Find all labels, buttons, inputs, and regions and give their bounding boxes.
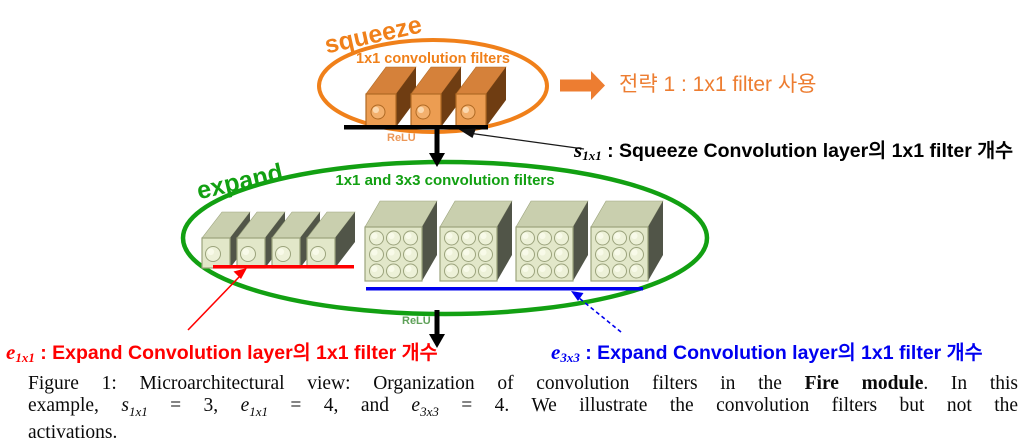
relu-label-squeeze: ReLU: [387, 132, 416, 144]
expand-title: 1x1 and 3x3 convolution filters: [335, 172, 555, 189]
caption-line-3: activations.: [28, 422, 1018, 442]
filter-box-3d: [515, 200, 589, 282]
expand-1x1-pointer: [187, 268, 247, 331]
expand-3x3-underline: [366, 287, 643, 291]
caption-s-symbol: s: [121, 394, 129, 416]
caption-e1-symbol: e: [240, 394, 250, 416]
expand-1x1-filter-boxes: [201, 211, 356, 269]
expand-3x3-symbol-subscript: 3x3: [560, 349, 580, 365]
squeeze-symbol: s: [574, 138, 583, 162]
caption-e3-symbol: e: [411, 394, 421, 416]
squeeze-underline: [344, 125, 488, 130]
relu-arrow-bottom: [429, 310, 445, 348]
squeeze-annotation: s1x1 : Squeeze Convolution layer의 1x1 fi…: [574, 134, 1013, 164]
filter-box-3d: [590, 200, 664, 282]
expand-3x3-annotation: e3x3 : Expand Convolution layer의 1x1 fil…: [551, 336, 983, 366]
caption-text: = 4, and: [268, 394, 412, 416]
caption-line-1: Figure 1: Microarchitectural view: Organ…: [28, 373, 1018, 395]
relu-label-expand: ReLU: [402, 315, 431, 327]
squeeze-annotation-pointer: [459, 128, 585, 150]
expand-1x1-annotation-text: : Expand Convolution layer의 1x1 filter 개…: [34, 342, 438, 364]
filter-box-3d: [410, 66, 462, 128]
expand-1x1-symbol: e: [6, 340, 16, 364]
filter-box-3d: [306, 211, 356, 269]
expand-1x1-underline: [213, 265, 354, 269]
squeeze-ellipse: [317, 38, 549, 134]
relu-arrow-top: [429, 129, 445, 167]
squeeze-symbol-subscript: 1x1: [582, 147, 602, 163]
filter-box-3d: [364, 200, 438, 282]
caption-s-subscript: 1x1: [128, 403, 148, 419]
caption-e3-subscript: 3x3: [420, 403, 439, 419]
figure-caption: Figure 1: Microarchitectural view: Organ…: [28, 373, 1018, 442]
squeeze-filter-boxes: [365, 66, 507, 128]
expand-3x3-annotation-text: : Expand Convolution layer의 1x1 filter 개…: [579, 342, 983, 364]
expand-3x3-symbol: e: [551, 340, 561, 364]
expand-1x1-annotation: e1x1 : Expand Convolution layer의 1x1 fil…: [6, 336, 438, 366]
filter-box-3d: [236, 211, 286, 269]
caption-text: = 4. We illustrate the convolution filte…: [438, 394, 1019, 416]
expand-1x1-symbol-subscript: 1x1: [15, 349, 35, 365]
strategy-note: 전략 1 : 1x1 filter 사용: [619, 73, 817, 96]
caption-text: = 3,: [147, 394, 241, 416]
expand-3x3-pointer: [571, 291, 622, 333]
filter-box-3d: [455, 66, 507, 128]
caption-fire-module-bold: Fire module: [804, 373, 924, 394]
expand-3x3-filter-boxes: [364, 200, 664, 282]
squeeze-annotation-text: : Squeeze Convolution layer의 1x1 filter …: [601, 140, 1014, 162]
caption-line-2: example, s1x1 = 3, e1x1 = 4, and e3x3 = …: [28, 395, 1018, 422]
caption-text: Figure 1: Microarchitectural view: Organ…: [28, 373, 805, 394]
caption-text: activations.: [28, 421, 118, 442]
filter-box-3d: [439, 200, 513, 282]
squeeze-title: 1x1 convolution filters: [356, 51, 510, 67]
expand-ellipse: [180, 159, 710, 317]
filter-box-3d: [365, 66, 417, 128]
strategy-arrow-icon: [560, 71, 605, 100]
caption-e1-subscript: 1x1: [249, 403, 268, 419]
caption-text: . In this: [923, 373, 1019, 394]
caption-text: example,: [28, 394, 122, 416]
